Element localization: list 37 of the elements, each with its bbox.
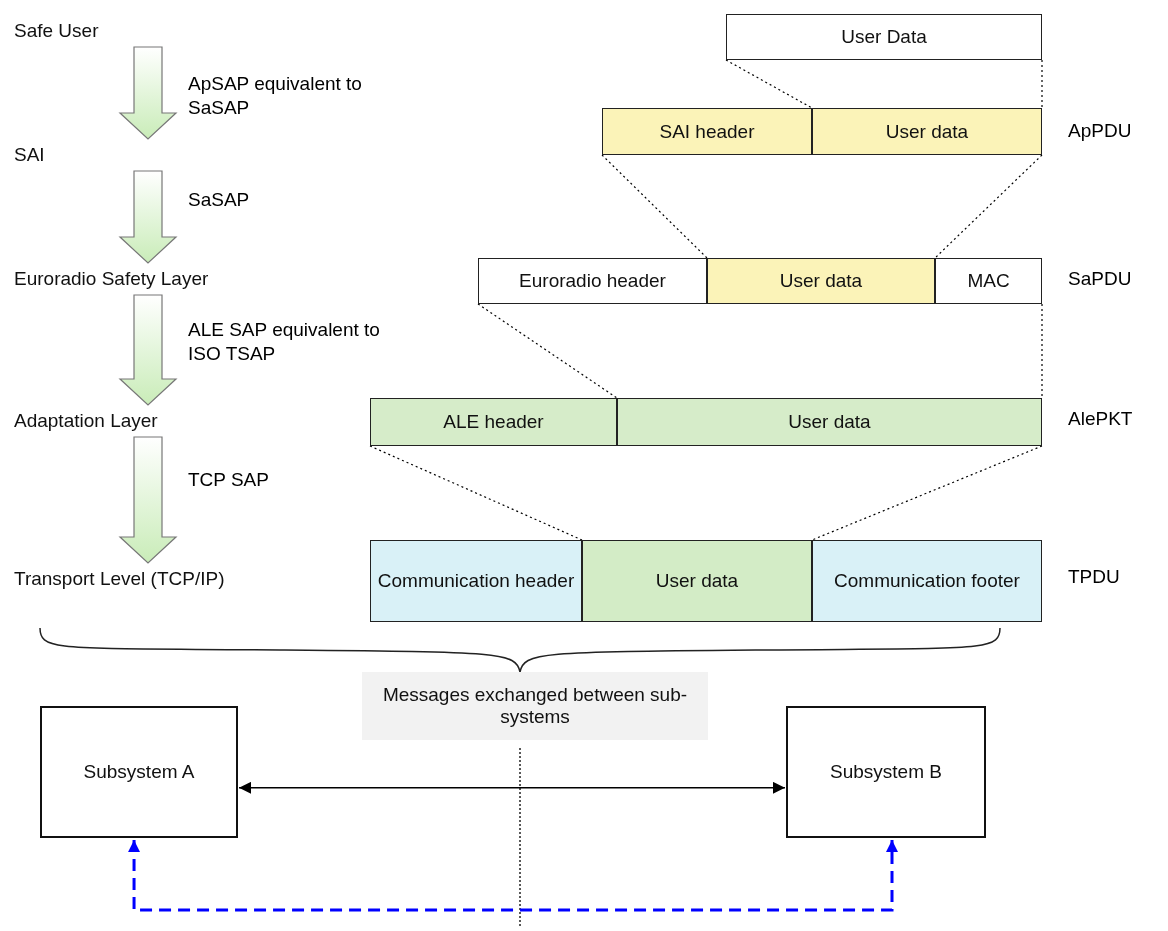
block-arrow [118,46,178,140]
layer-label: Adaptation Layer [8,408,228,434]
layer-label: Euroradio Safety Layer [8,266,268,292]
pdu-field: MAC [935,258,1042,304]
pdu-field: User data [707,258,935,304]
pdu-field: ALE header [370,398,617,446]
block-arrow [118,170,178,264]
caption-panel: Messages exchanged between sub-systems [362,672,708,740]
dotted-line [369,445,583,541]
dotted-line [477,303,618,399]
dotted-line [1041,59,1043,109]
pdu-field: Communication footer [812,540,1042,622]
pdu-field: User data [812,108,1042,155]
pdu-label: AlePKT [1068,408,1133,430]
dotted-line [601,154,708,259]
layer-label: Transport Level (TCP/IP) [8,566,268,592]
pdu-label: ApPDU [1068,120,1132,142]
subsystem-box: Subsystem A [40,706,238,838]
pdu-field: Communication header [370,540,582,622]
block-arrow [118,436,178,564]
dotted-line [934,154,1043,259]
dotted-line [811,445,1043,541]
pdu-field: User data [617,398,1042,446]
block-arrow [118,294,178,406]
pdu-label: SaPDU [1068,268,1132,290]
pdu-label: TPDU [1068,566,1120,588]
pdu-field: Euroradio header [478,258,707,304]
pdu-field: User Data [726,14,1042,60]
pdu-field: User data [582,540,812,622]
subsystem-box: Subsystem B [786,706,986,838]
layer-label: Safe User [8,18,208,44]
pdu-field: SAI header [602,108,812,155]
arrow [238,781,786,794]
layer-label: SAI [8,142,208,168]
dotted-line [725,59,813,109]
dotted-line [1041,303,1043,399]
dashed-arrow [128,840,898,912]
